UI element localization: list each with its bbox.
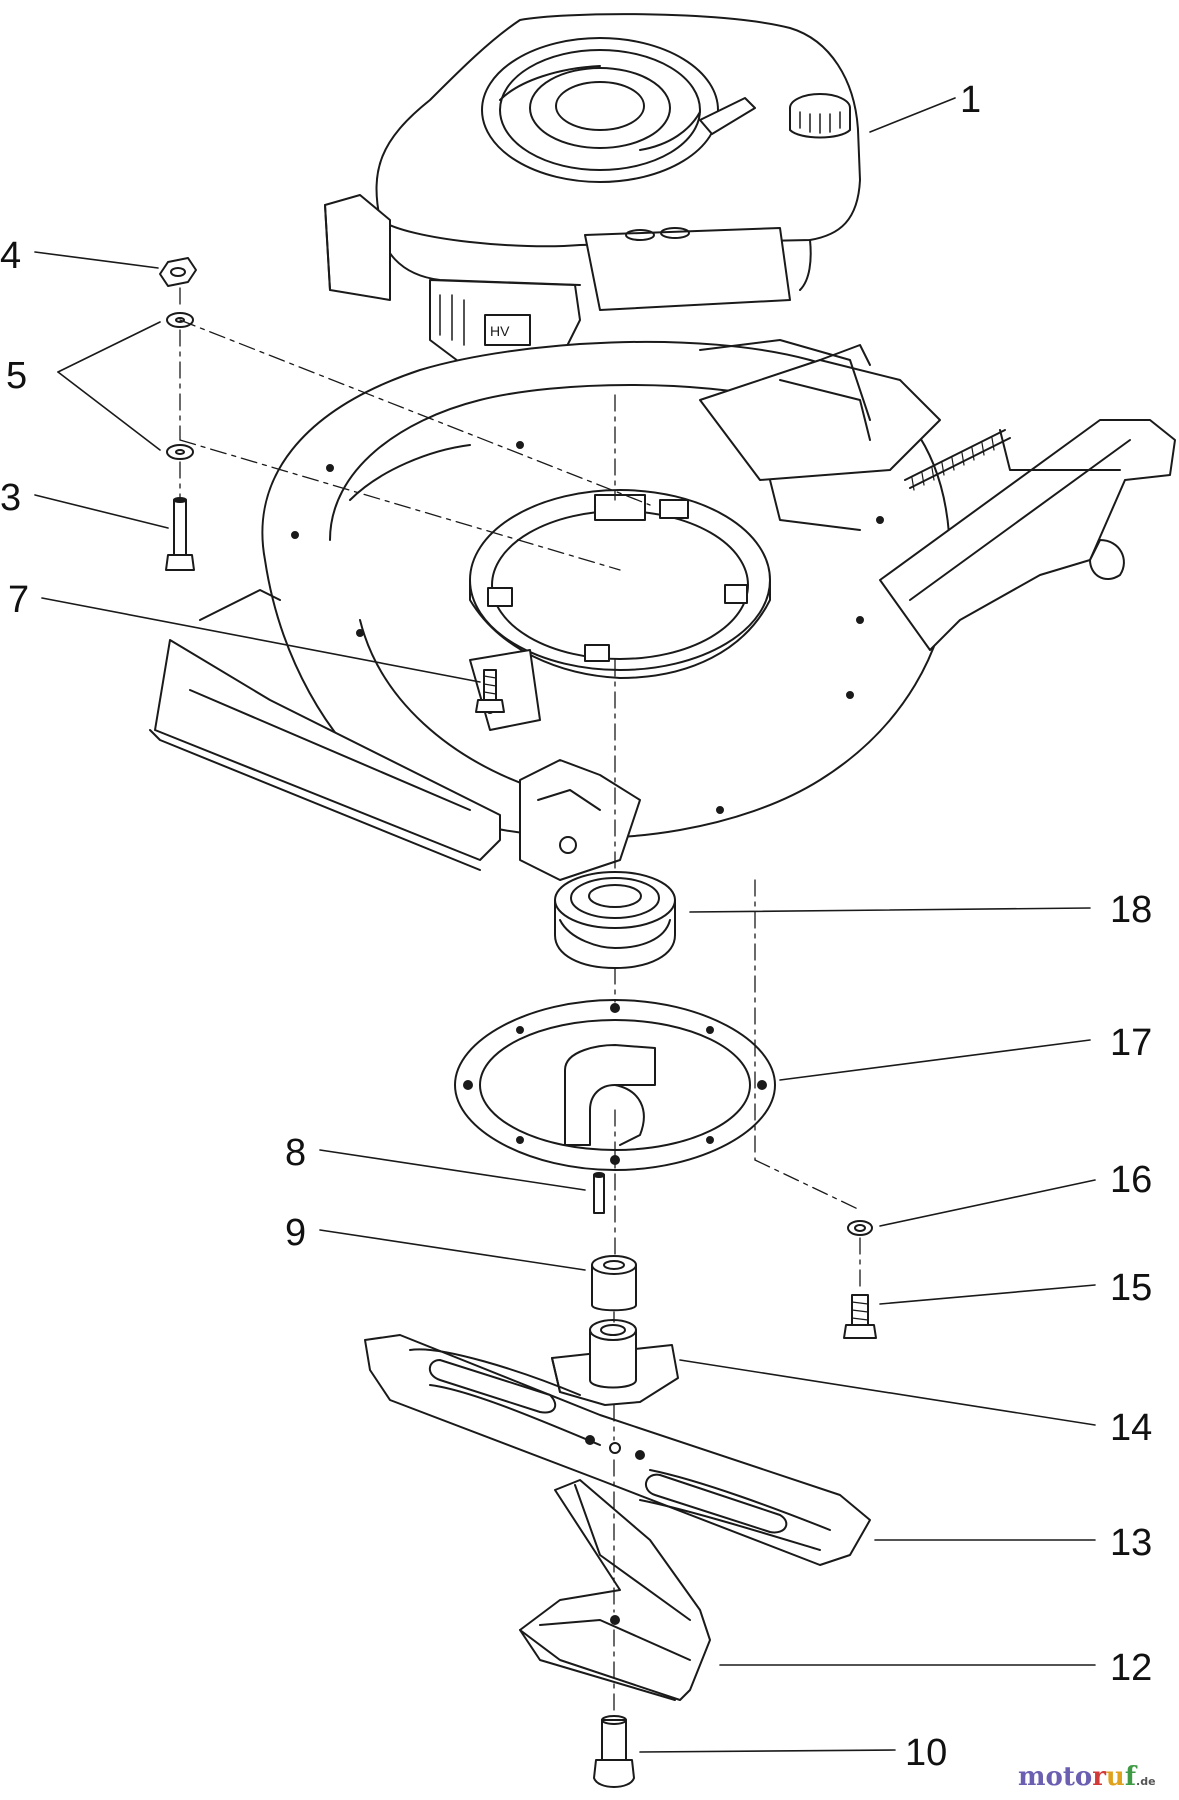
nut-part-4 [159,257,197,287]
leader-lines [34,97,1096,1753]
engine-part: HV [324,13,861,396]
watermark-suffix: .de [1136,1775,1156,1788]
bolt-part-15 [843,1294,877,1339]
motoruf-watermark: motoruf.de [1018,1762,1156,1792]
callout-15: 15 [1110,1267,1152,1309]
callout-16: 16 [1110,1159,1152,1201]
watermark-letter: o [1075,1762,1092,1792]
watermark-letter: t [1063,1762,1075,1792]
callout-17: 17 [1110,1022,1152,1064]
bearing-part-18 [554,871,676,969]
watermark-letter: r [1092,1762,1106,1792]
key-part-8 [593,1172,605,1214]
watermark-letter: f [1125,1762,1138,1792]
blade-part-13 [364,1334,871,1566]
callout-9: 9 [285,1212,306,1254]
spacer-part-9 [591,1255,637,1312]
callout-18: 18 [1110,889,1152,931]
svg-text:HV: HV [490,323,510,339]
callout-labels: 1 3 4 5 7 8 9 10 12 13 14 15 16 17 18 [0,79,1152,1774]
callout-4: 4 [0,235,21,277]
mower-deck [149,339,1176,881]
watermark-letter: o [1046,1762,1063,1792]
blade-part-12 [519,1479,711,1701]
plate-part-17 [454,999,776,1171]
callout-8: 8 [285,1132,306,1174]
bolt-part-7 [475,669,505,713]
callout-14: 14 [1110,1407,1152,1449]
callout-3: 3 [0,477,21,519]
watermark-letter: u [1106,1762,1125,1792]
callout-7: 7 [8,579,29,621]
washer-part-5-lower [166,444,194,460]
callout-10: 10 [905,1732,947,1774]
watermark-letter: m [1018,1762,1046,1792]
callout-5: 5 [6,355,27,397]
assembly-center-lines [179,287,861,1717]
adapter-part-14 [551,1319,679,1406]
bolt-part-3 [165,497,195,571]
callout-13: 13 [1110,1522,1152,1564]
watermark-text: motoruf.de [1018,1762,1156,1792]
callout-12: 12 [1110,1647,1152,1689]
bolt-part-10 [593,1715,635,1788]
callout-1: 1 [960,79,981,121]
nut-part-16 [847,1220,873,1236]
